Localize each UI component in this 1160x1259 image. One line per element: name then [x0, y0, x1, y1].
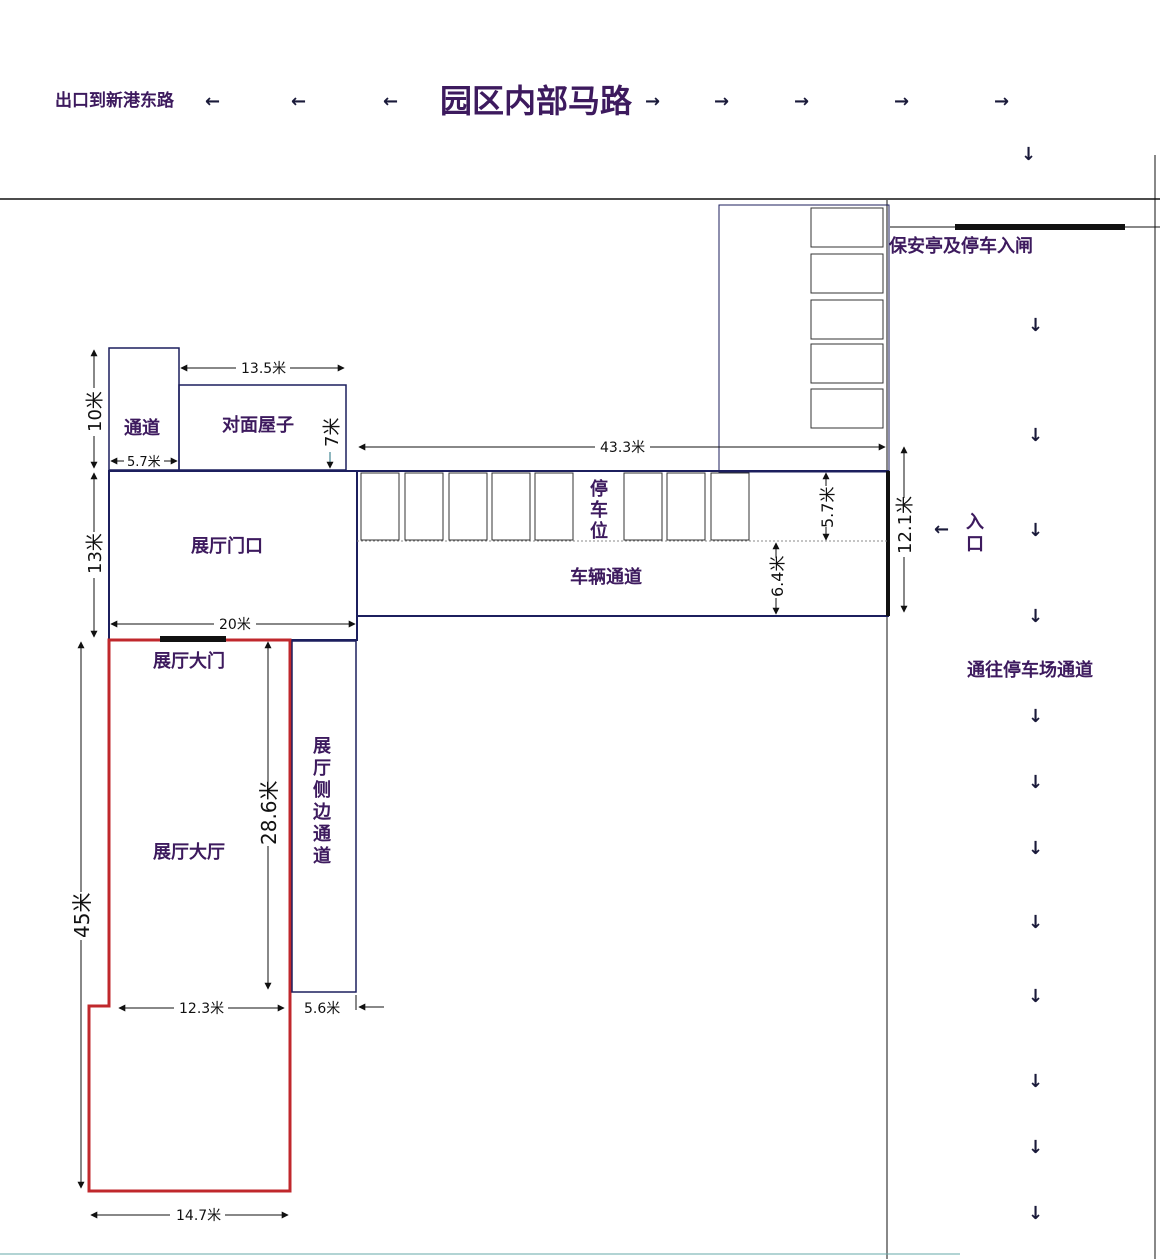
dim-7: 7米	[322, 418, 343, 469]
dim-13-label: 13米	[85, 533, 106, 574]
hall-gate-bar	[160, 636, 226, 642]
security-slot-4	[810, 343, 884, 384]
road-arrow-right-2: →	[714, 91, 729, 112]
security-slot-1	[810, 207, 884, 248]
side-label-2: 厅	[313, 758, 331, 779]
side-label-6: 道	[313, 845, 331, 867]
road-arrow-right-5: →	[994, 91, 1009, 112]
side-channel-block	[291, 640, 357, 993]
entrance-arrow: ←	[934, 519, 949, 540]
road-arrow-left-2: ←	[291, 91, 306, 112]
dim-10: 10米	[85, 349, 106, 469]
parking-label-2: 车	[590, 499, 608, 521]
dim-7-label: 7米	[322, 418, 343, 447]
parking-label-1: 停	[590, 478, 608, 500]
dim-5-7a-label: 5.7米	[127, 455, 161, 470]
security-slot-5	[810, 388, 884, 429]
dim-10-label: 10米	[85, 391, 106, 432]
dim-28-6-label: 28.6米	[257, 780, 281, 845]
down-arrow-11: ↓	[1028, 1137, 1043, 1158]
parking-space-8	[710, 472, 750, 541]
entrance-label-2: 口	[966, 534, 984, 555]
dim-6-4: 6.4米	[768, 542, 787, 615]
channel-block	[108, 347, 180, 471]
dim-43-3-label: 43.3米	[600, 440, 645, 456]
side-label-5: 通	[313, 824, 331, 845]
side-label-3: 侧	[313, 780, 331, 801]
dim-20-label: 20米	[219, 617, 251, 633]
dim-45: 45米	[70, 641, 94, 1189]
parking-space-2	[404, 472, 444, 541]
down-arrow-7: ↓	[1028, 838, 1043, 859]
security-gate-bar	[955, 224, 1125, 230]
security-slot-3	[810, 299, 884, 340]
down-arrow-3: ↓	[1028, 520, 1043, 541]
down-arrow-5: ↓	[1028, 706, 1043, 727]
parking-space-5	[534, 472, 574, 541]
road-arrow-right-3: →	[794, 91, 809, 112]
dim-5-7b: 5.7米	[818, 472, 837, 541]
entrance-label-1: 入	[966, 512, 984, 533]
parking-road-label: 通往停车场通道	[967, 659, 1093, 681]
parking-space-4	[491, 472, 531, 541]
dim-43-3: 43.3米	[358, 440, 886, 456]
dim-20: 20米	[110, 617, 356, 633]
dim-13-5-label: 13.5米	[241, 361, 286, 377]
security-label: 保安亭及停车入闸	[888, 235, 1033, 257]
down-arrow-8: ↓	[1028, 912, 1043, 933]
dim-12-1-label: 12.1米	[895, 496, 916, 554]
dim-13: 13米	[85, 472, 106, 638]
parking-vehicle-block	[356, 470, 889, 617]
opposite-house-label: 对面屋子	[222, 414, 294, 436]
vehicle-channel-label: 车辆通道	[570, 566, 642, 588]
dim-5-6: 5.6米	[304, 995, 384, 1017]
road-arrow-left-1: ←	[205, 91, 220, 112]
dim-13-5: 13.5米	[180, 361, 345, 377]
dim-45-label: 45米	[70, 893, 94, 938]
down-arrow-4: ↓	[1028, 606, 1043, 627]
dim-5-7a: 5.7米	[110, 455, 178, 470]
exit-label: 出口到新港东路	[55, 90, 175, 111]
hall-gate-label: 展厅大门	[153, 650, 225, 672]
down-arrow-1: ↓	[1028, 315, 1043, 336]
dim-12-1: 12.1米	[895, 446, 916, 613]
parking-space-1	[360, 472, 400, 541]
down-arrow-12: ↓	[1028, 1203, 1043, 1224]
security-slot-2	[810, 253, 884, 294]
road-title: 园区内部马路	[440, 82, 633, 120]
road-arrow-left-3: ←	[383, 91, 398, 112]
side-label-1: 展	[313, 736, 332, 757]
side-label-4: 边	[312, 802, 332, 823]
road-arrow-right-1: →	[645, 91, 660, 112]
dim-6-4-label: 6.4米	[768, 556, 787, 597]
dim-5-7b-label: 5.7米	[818, 487, 837, 528]
dim-12-3-label: 12.3米	[179, 1001, 224, 1017]
parking-space-3	[448, 472, 488, 541]
down-arrow-9: ↓	[1028, 986, 1043, 1007]
channel-label: 通道	[124, 417, 160, 439]
dim-5-6-label: 5.6米	[304, 1001, 340, 1017]
parking-label-3: 位	[590, 520, 608, 542]
road-arrow-down-top: ↓	[1021, 144, 1036, 165]
hall-door-area-label: 展厅门口	[191, 535, 263, 557]
dim-28-6: 28.6米	[257, 641, 281, 990]
dim-14-7-label: 14.7米	[176, 1208, 221, 1224]
parking-space-7	[666, 472, 706, 541]
dim-12-3: 12.3米	[118, 1001, 285, 1017]
dim-14-7: 14.7米	[90, 1208, 289, 1224]
hall-main-label: 展厅大厅	[153, 841, 225, 863]
road-arrow-right-4: →	[894, 91, 909, 112]
down-arrow-2: ↓	[1028, 425, 1043, 446]
parking-space-6	[623, 472, 663, 541]
exhibition-hall-outline	[87, 638, 292, 1193]
down-arrow-10: ↓	[1028, 1071, 1043, 1092]
down-arrow-6: ↓	[1028, 772, 1043, 793]
